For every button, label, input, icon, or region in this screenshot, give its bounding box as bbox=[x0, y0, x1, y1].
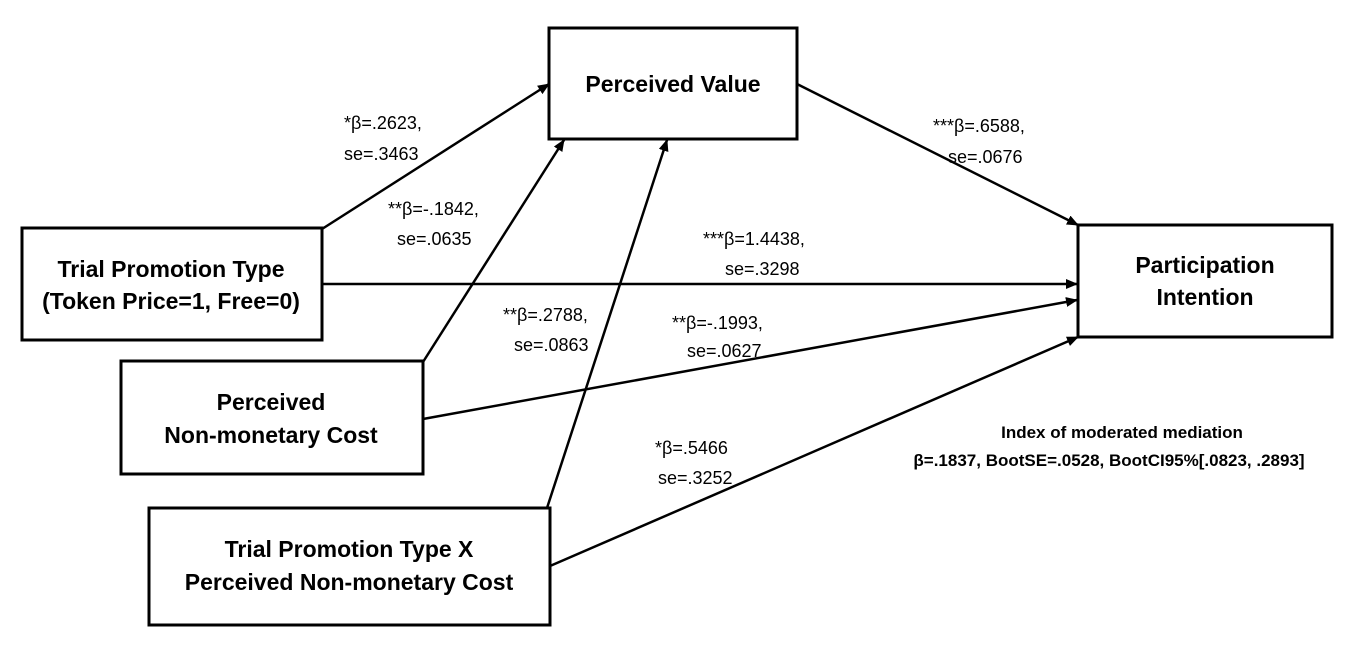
path-label-int-to-pi: *β=.5466 se=.3252 bbox=[655, 438, 733, 488]
se-label: se=.3298 bbox=[725, 259, 800, 279]
beta-label: ***β=1.4438, bbox=[703, 229, 805, 249]
se-label: se=.0635 bbox=[397, 229, 472, 249]
node-box bbox=[547, 26, 799, 141]
edge-interaction-to-perceived-value bbox=[545, 139, 669, 509]
note-title: Index of moderated mediation bbox=[1001, 423, 1243, 442]
edges bbox=[321, 82, 1079, 568]
se-label: se=.3463 bbox=[344, 144, 419, 164]
node-perceived-value: Perceived Value bbox=[547, 26, 799, 141]
beta-label: **β=.2788, bbox=[503, 305, 588, 325]
node-label: Perceived Value bbox=[585, 71, 760, 97]
path-label-nmc-to-pi: **β=-.1993, se=.0627 bbox=[672, 313, 763, 361]
node-box bbox=[20, 226, 324, 342]
path-label-nmc-to-pv: **β=-.1842, se=.0635 bbox=[388, 199, 479, 249]
beta-label: *β=.2623, bbox=[344, 113, 422, 133]
path-label-pv-to-pi: ***β=.6588, se=.0676 bbox=[933, 116, 1025, 167]
beta-label: ***β=.6588, bbox=[933, 116, 1025, 136]
note-value: β=.1837, BootSE=.0528, BootCI95%[.0823, … bbox=[913, 451, 1304, 470]
edge-perceived-value-to-participation bbox=[796, 82, 1079, 227]
edge-tpt-to-perceived-value bbox=[321, 82, 550, 231]
node-label-line-2: Non-monetary Cost bbox=[164, 422, 378, 448]
node-non-monetary-cost: Perceived Non-monetary Cost bbox=[119, 359, 425, 476]
node-box bbox=[1076, 223, 1334, 339]
path-label-tpt-to-pi: ***β=1.4438, se=.3298 bbox=[703, 229, 805, 279]
edge-nmc-to-perceived-value bbox=[421, 139, 566, 363]
path-label-int-to-pv: **β=.2788, se=.0863 bbox=[503, 305, 589, 355]
node-box bbox=[119, 359, 425, 476]
beta-label: **β=-.1993, bbox=[672, 313, 763, 333]
node-label-line-2: Intention bbox=[1156, 284, 1253, 310]
node-label-line-1: Trial Promotion Type X bbox=[225, 536, 474, 562]
beta-label: **β=-.1842, bbox=[388, 199, 479, 219]
moderated-mediation-note: Index of moderated mediation β=.1837, Bo… bbox=[913, 423, 1304, 470]
beta-label: *β=.5466 bbox=[655, 438, 728, 458]
node-label-line-1: Trial Promotion Type bbox=[57, 256, 284, 282]
node-label-line-1: Perceived bbox=[217, 389, 326, 415]
se-label: se=.0863 bbox=[514, 335, 589, 355]
edge-interaction-to-participation bbox=[549, 335, 1079, 568]
path-label-tpt-to-pv: *β=.2623, se=.3463 bbox=[344, 113, 422, 164]
node-label-line-2: Perceived Non-monetary Cost bbox=[185, 569, 514, 595]
node-trial-promotion-type: Trial Promotion Type (Token Price=1, Fre… bbox=[20, 226, 324, 342]
node-interaction: Trial Promotion Type X Perceived Non-mon… bbox=[147, 506, 552, 627]
node-participation-intention: Participation Intention bbox=[1076, 223, 1334, 339]
node-label-line-2: (Token Price=1, Free=0) bbox=[42, 288, 300, 314]
node-box bbox=[147, 506, 552, 627]
node-label-line-1: Participation bbox=[1135, 252, 1274, 278]
se-label: se=.0676 bbox=[948, 147, 1023, 167]
se-label: se=.3252 bbox=[658, 468, 733, 488]
se-label: se=.0627 bbox=[687, 341, 762, 361]
edge-nmc-to-participation bbox=[422, 297, 1078, 421]
